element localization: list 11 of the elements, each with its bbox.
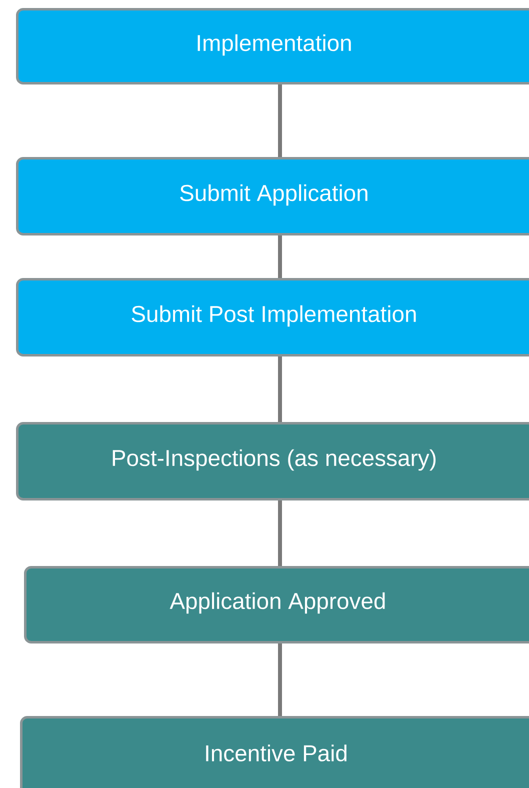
process-box: Post-Inspections (as necessary): [16, 422, 529, 500]
connector-line: [278, 84, 282, 157]
connector-line: [278, 236, 282, 278]
process-box: Incentive Paid: [20, 716, 529, 788]
process-box: Submit Application: [16, 157, 529, 236]
process-box: Submit Post Implementation: [16, 278, 529, 356]
process-box: Application Approved: [24, 566, 529, 644]
connector-line: [278, 500, 282, 566]
connector-line: [278, 644, 282, 716]
connector-line: [278, 356, 282, 422]
process-box: Implementation: [16, 8, 529, 84]
